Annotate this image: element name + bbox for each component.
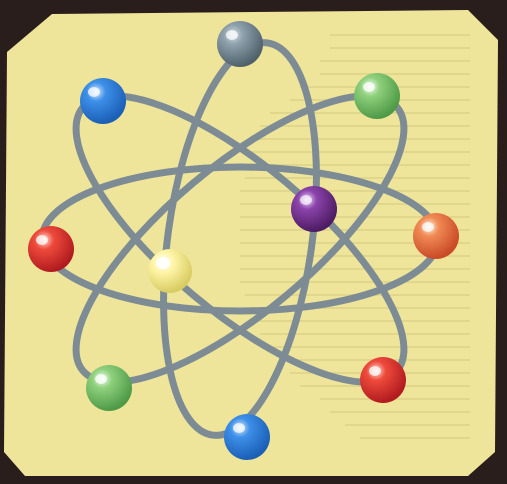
electron-center-purple [291, 186, 337, 232]
electron-bottom-blue [224, 414, 270, 460]
electron-top-right-green [354, 73, 400, 119]
electron-bottom-right-red [360, 357, 406, 403]
electron-right-orange [413, 213, 459, 259]
electron-top-left-blue [80, 78, 126, 124]
electron-left-red [28, 226, 74, 272]
electron-bottom-left-green [86, 365, 132, 411]
electron-top-gray [217, 21, 263, 67]
electron-center-yellow [148, 249, 192, 293]
